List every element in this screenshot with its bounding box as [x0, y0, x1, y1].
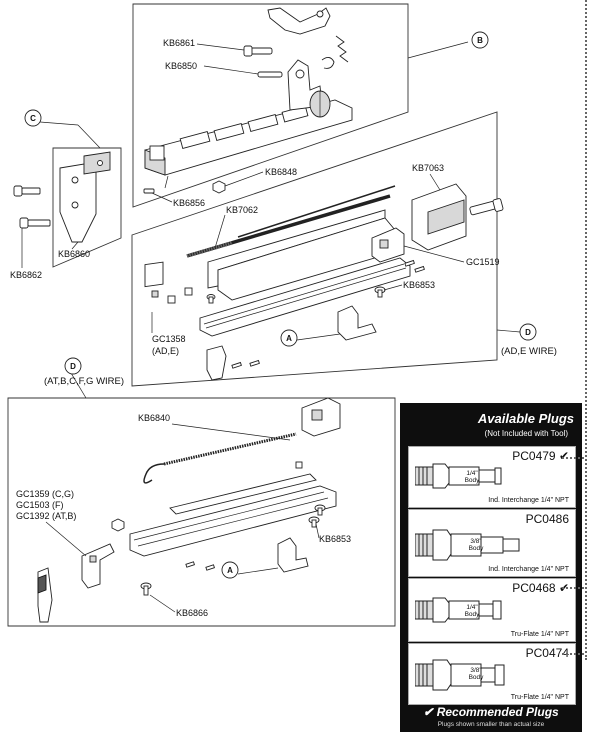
label-kb6862: KB6862	[10, 270, 42, 280]
label-kb6866: KB6866	[176, 608, 208, 618]
available-plugs-panel: Available Plugs (Not Included with Tool)…	[400, 403, 582, 732]
caption-d-upper: (AD,E WIRE)	[501, 346, 557, 357]
plug-code: PC0468 ✔	[512, 581, 569, 595]
label-gc1392: GC1392 (AT,B)	[16, 511, 76, 521]
plug-caption: Ind. Interchange 1/4" NPT	[488, 566, 569, 573]
screw-kb6866	[140, 582, 152, 596]
plug-caption: Ind. Interchange 1/4" NPT	[488, 497, 569, 504]
pin-kb6861	[243, 45, 273, 57]
svg-text:D: D	[70, 362, 76, 371]
label-gc1358-models: (AD,E)	[152, 346, 179, 356]
plug-item: PC0468 ✔ 1/4"Body Tru-Flate 1/4" NPT	[408, 578, 576, 642]
plug-item: PC0479 ✔ 1/4"Body Ind. Interchange 1/4" …	[408, 446, 576, 508]
plug-code: PC0479 ✔	[512, 449, 569, 463]
plug-code: PC0486	[525, 512, 569, 526]
label-kb6861: KB6861	[163, 38, 195, 48]
top-lever	[267, 7, 331, 35]
screw-kb6853-upper	[374, 286, 386, 298]
checkmark-icon: ✔	[423, 705, 434, 719]
plug-body-size: 1/4"Body	[464, 604, 480, 618]
label-kb7062: KB7062	[226, 205, 258, 215]
block-lower-right	[301, 397, 341, 437]
label-gc1519: GC1519	[466, 257, 500, 267]
caption-d-lower: (AT,B,C,F,G WIRE)	[44, 376, 124, 387]
latch-lower	[37, 567, 53, 623]
screws-kb6853-lower	[308, 504, 326, 528]
panel-b-frame	[132, 3, 409, 208]
plug-item: PC0474 3/8"Body Tru-Flate 1/4" NPT	[408, 643, 576, 705]
callout-a-upper[interactable]: A	[280, 329, 298, 347]
recommended-plugs-title: ✔ Recommended Plugs	[423, 705, 559, 719]
label-kb6856: KB6856	[173, 198, 205, 208]
label-kb6853-lower: KB6853	[319, 534, 351, 544]
label-kb6860: KB6860	[58, 249, 90, 259]
plug-icon	[415, 529, 520, 561]
nosepiece-kb7063	[411, 183, 504, 251]
svg-text:C: C	[30, 114, 36, 123]
label-gc1358: GC1358	[152, 334, 186, 344]
recommended-plugs-note: Plugs shown smaller than actual size	[437, 721, 545, 728]
latch-kb6860	[59, 151, 111, 243]
plate-gc1358	[144, 261, 193, 304]
plug-dotted-connector	[562, 587, 584, 589]
label-kb6850: KB6850	[165, 61, 197, 71]
channel-rail	[199, 257, 411, 337]
rod-kb7062	[186, 194, 391, 258]
latch-a-lower	[277, 537, 309, 573]
pin-kb6856	[143, 188, 155, 194]
callout-a-lower[interactable]: A	[221, 561, 239, 579]
plug-item: PC0486 3/8"Body Ind. Interchange 1/4" NP…	[408, 509, 576, 577]
callout-d-lower[interactable]: D	[64, 357, 82, 375]
plug-icon	[415, 659, 505, 691]
latch-a-upper	[206, 305, 377, 381]
label-kb6853-upper: KB6853	[403, 280, 435, 290]
plug-caption: Tru-Flate 1/4" NPT	[510, 694, 569, 701]
bolt-kb6862-a	[13, 185, 41, 197]
bolt-kb6862-b	[19, 217, 51, 229]
plug-icon	[415, 597, 502, 623]
plug-body-size: 3/8"Body	[468, 667, 484, 681]
pin-kb6850	[257, 71, 283, 78]
plug-icon	[415, 463, 502, 489]
magazine-body	[144, 59, 353, 189]
plug-code: PC0474	[525, 646, 569, 660]
rod-upper	[237, 185, 396, 238]
spring-part	[321, 35, 349, 69]
plugs-title: Available Plugs	[477, 411, 574, 426]
nut-kb6848	[212, 180, 226, 194]
panel-d-upper-frame	[131, 111, 498, 387]
callout-c[interactable]: C	[24, 109, 42, 127]
plug-body-size: 3/8"Body	[468, 538, 484, 552]
svg-text:A: A	[286, 334, 292, 343]
channel-rail-lower	[129, 473, 337, 557]
bracket-gc1359	[81, 543, 115, 589]
plug-body-size: 1/4"Body	[464, 470, 480, 484]
label-gc1359: GC1359 (C,G)	[16, 489, 74, 499]
label-kb6848: KB6848	[265, 167, 297, 177]
callout-d-upper[interactable]: D	[519, 323, 537, 341]
right-dotted-guide-lower	[585, 420, 587, 660]
plug-dotted-connector	[562, 653, 584, 655]
label-kb7063: KB7063	[412, 163, 444, 173]
plugs-subtitle: (Not Included with Tool)	[484, 429, 568, 438]
panel-c-frame	[52, 147, 122, 268]
small-pins-lower	[185, 561, 215, 571]
plug-caption: Tru-Flate 1/4" NPT	[510, 631, 569, 638]
panel-d-lower-frame	[7, 397, 396, 627]
label-gc1503: GC1503 (F)	[16, 500, 64, 510]
block-gc1519	[371, 227, 405, 263]
spring-kb6840	[143, 432, 297, 484]
plug-dotted-connector	[562, 457, 584, 459]
svg-text:A: A	[227, 566, 233, 575]
label-kb6840: KB6840	[138, 413, 170, 423]
svg-text:D: D	[525, 328, 531, 337]
svg-text:B: B	[477, 36, 483, 45]
stud-lower	[111, 461, 303, 532]
small-pins-upper	[206, 259, 425, 369]
callout-b[interactable]: B	[471, 31, 489, 49]
